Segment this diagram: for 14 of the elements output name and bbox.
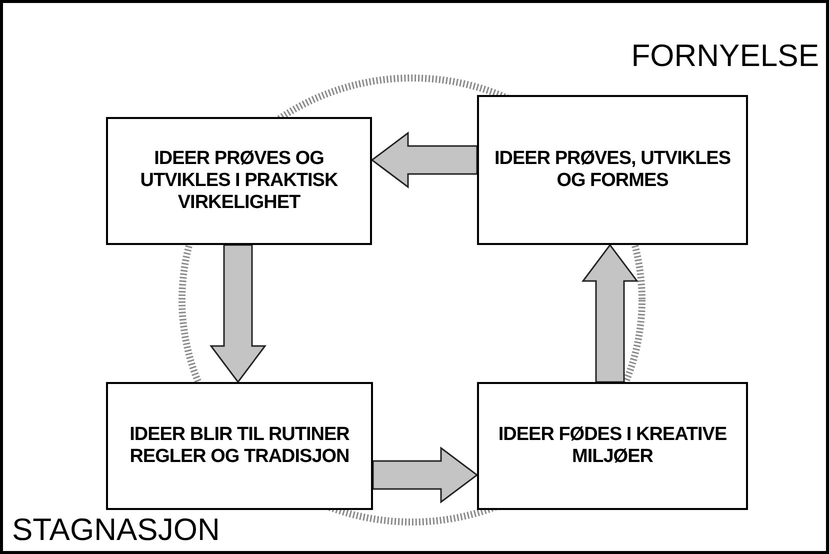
process-box	[477, 95, 748, 245]
process-box	[477, 382, 748, 510]
block-arrow	[210, 244, 266, 384]
box-text: IDEER PRØVES OG UTVIKLES I PRAKTISK VIRKELIGHET	[139, 148, 339, 214]
heading-label: FORNYELSE	[631, 38, 819, 74]
block-arrow	[370, 132, 478, 188]
process-box	[106, 117, 372, 245]
process-box	[106, 382, 373, 510]
heading-label: STAGNASJON	[12, 512, 220, 548]
box-text: IDEER FØDES I KREATIVE MILJØER	[497, 424, 728, 468]
box-text: IDEER PRØVES, UTVIKLES OG FORMES	[493, 148, 732, 192]
block-arrow	[372, 446, 478, 504]
block-arrow	[582, 244, 638, 383]
box-text: IDEER BLIR TIL RUTINER REGLER OG TRADISJON	[128, 424, 350, 468]
